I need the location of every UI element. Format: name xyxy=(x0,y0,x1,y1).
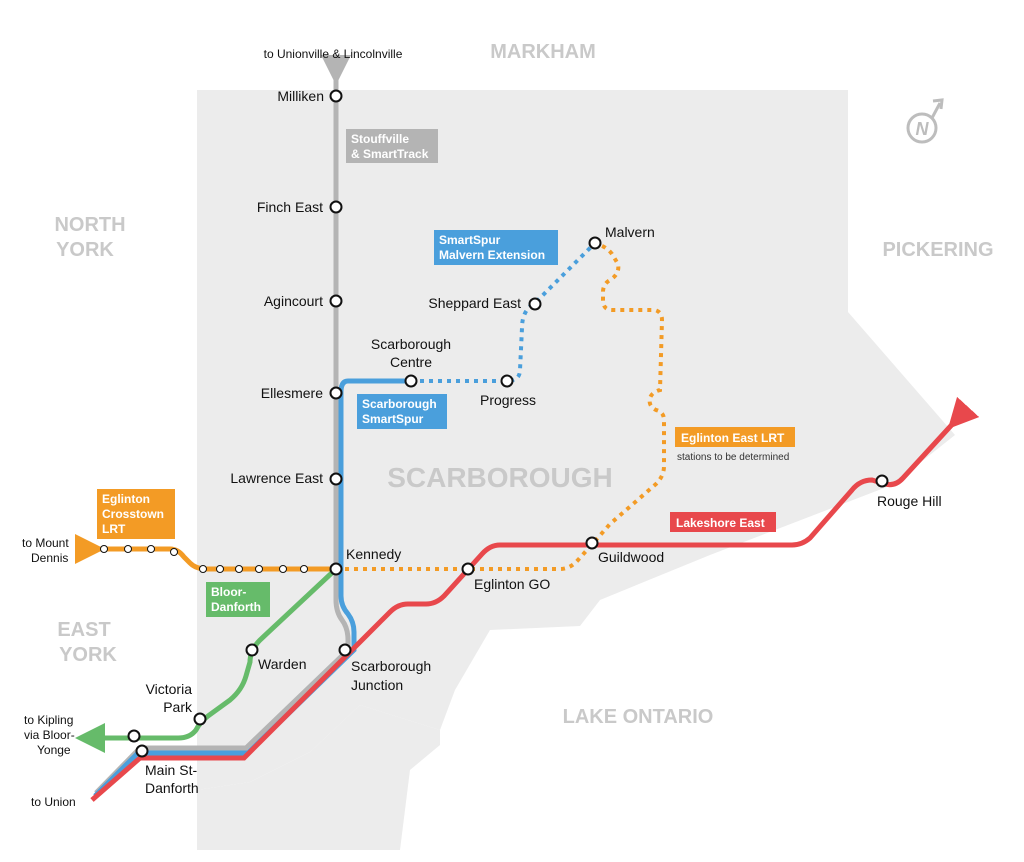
area-scarborough: SCARBOROUGH xyxy=(387,462,613,493)
area-east-york-2: YORK xyxy=(59,644,117,666)
line-scarborough-smartspur xyxy=(93,378,411,798)
dest-unionville: to Unionville & Lincolnville xyxy=(264,47,403,61)
station-scarborough-junction[interactable] xyxy=(338,643,352,657)
tag-bloor-danforth: Bloor- Danforth xyxy=(206,582,270,617)
station-victoria-park[interactable] xyxy=(193,712,207,726)
line-stouffville xyxy=(94,55,351,795)
tag-stouffville-line1: Stouffville xyxy=(351,132,409,146)
label-malvern: Malvern xyxy=(605,224,655,240)
tag-smartspur-malvern: SmartSpur Malvern Extension xyxy=(434,230,558,265)
crosstown-stop xyxy=(235,565,243,573)
station-lawrence-east[interactable] xyxy=(329,472,343,486)
label-progress: Progress xyxy=(480,392,536,408)
tag-eglinton-east-label: Eglinton East LRT xyxy=(681,431,785,445)
crosstown-stop xyxy=(216,565,224,573)
label-victoria-park-1: Victoria xyxy=(146,681,193,697)
label-victoria-park-2: Park xyxy=(163,699,193,715)
tag-eglinton-east: Eglinton East LRT stations to be determi… xyxy=(675,427,795,463)
station-agincourt[interactable] xyxy=(329,294,343,308)
area-pickering: PICKERING xyxy=(882,239,993,261)
label-eglinton-go: Eglinton GO xyxy=(474,576,550,592)
label-finch-east: Finch East xyxy=(257,199,323,215)
station-kennedy[interactable] xyxy=(329,562,343,576)
tag-scarborough-smartspur-line1: Scarborough xyxy=(362,397,437,411)
crosstown-stop xyxy=(170,548,178,556)
label-ellesmere: Ellesmere xyxy=(261,385,323,401)
dest-kipling-2: via Bloor- xyxy=(24,728,75,742)
dest-mount-dennis-1: to Mount xyxy=(22,536,69,550)
station-main-st-danforth[interactable] xyxy=(135,744,149,758)
crosstown-stop xyxy=(300,565,308,573)
tag-scarborough-smartspur: Scarborough SmartSpur xyxy=(357,394,447,429)
label-scarborough-junction-1: Scarborough xyxy=(351,658,431,674)
area-markham: MARKHAM xyxy=(490,41,596,63)
station-ellesmere[interactable] xyxy=(329,386,343,400)
station-warden[interactable] xyxy=(245,643,259,657)
station-kipling-junction[interactable] xyxy=(127,729,141,743)
dest-kipling-1: to Kipling xyxy=(24,713,73,727)
area-north-york-2: YORK xyxy=(56,239,114,261)
label-scarborough-centre-1: Scarborough xyxy=(371,336,451,352)
label-kennedy: Kennedy xyxy=(346,546,401,562)
tag-crosstown-line2: Crosstown xyxy=(102,507,164,521)
crosstown-stops xyxy=(100,545,308,573)
station-sheppard-east[interactable] xyxy=(528,297,542,311)
label-milliken: Milliken xyxy=(277,88,324,104)
station-progress[interactable] xyxy=(500,374,514,388)
tag-smartspur-malvern-line1: SmartSpur xyxy=(439,233,501,247)
north-arrow-letter: N xyxy=(916,119,930,139)
tag-stouffville: Stouffville & SmartTrack xyxy=(346,129,438,163)
crosstown-stop xyxy=(199,565,207,573)
crosstown-stop xyxy=(147,545,155,553)
line-eglinton-east xyxy=(336,242,666,571)
station-guildwood[interactable] xyxy=(585,536,599,550)
tag-stouffville-line2: & SmartTrack xyxy=(351,147,429,161)
tag-scarborough-smartspur-line2: SmartSpur xyxy=(362,412,424,426)
area-east-york-1: EAST xyxy=(57,619,110,641)
north-arrow-icon: N xyxy=(906,98,944,144)
label-rouge-hill: Rouge Hill xyxy=(877,493,942,509)
label-sheppard-east: Sheppard East xyxy=(428,295,521,311)
label-guildwood: Guildwood xyxy=(598,549,664,565)
tag-lakeshore-east-label: Lakeshore East xyxy=(676,516,765,530)
tag-eglinton-crosstown: Eglinton Crosstown LRT xyxy=(97,489,175,539)
label-lawrence-east: Lawrence East xyxy=(230,470,323,486)
tag-lakeshore-east: Lakeshore East xyxy=(670,512,776,532)
scarborough-land-south xyxy=(197,705,440,850)
crosstown-stop xyxy=(255,565,263,573)
crosstown-stop xyxy=(124,545,132,553)
tag-bloor-line1: Bloor- xyxy=(211,585,246,599)
station-finch-east[interactable] xyxy=(329,200,343,214)
label-main-st-danforth-1: Main St- xyxy=(145,762,197,778)
station-rouge-hill[interactable] xyxy=(875,474,889,488)
area-north-york-1: NORTH xyxy=(54,214,125,236)
crosstown-stop xyxy=(100,545,108,553)
tag-bloor-line2: Danforth xyxy=(211,600,261,614)
station-scarborough-centre[interactable] xyxy=(404,374,418,388)
station-markers xyxy=(127,89,889,758)
label-agincourt: Agincourt xyxy=(264,293,323,309)
crosstown-stop xyxy=(279,565,287,573)
station-malvern[interactable] xyxy=(588,236,602,250)
label-warden: Warden xyxy=(258,656,307,672)
area-lake-ontario: LAKE ONTARIO xyxy=(563,706,714,728)
label-main-st-danforth-2: Danforth xyxy=(145,780,199,796)
label-scarborough-centre-2: Centre xyxy=(390,354,432,370)
label-scarborough-junction-2: Junction xyxy=(351,677,403,693)
dest-mount-dennis-2: Dennis xyxy=(31,551,68,565)
tag-smartspur-malvern-line2: Malvern Extension xyxy=(439,248,545,262)
dest-union: to Union xyxy=(31,795,76,809)
tag-crosstown-line1: Eglinton xyxy=(102,492,150,506)
tag-crosstown-line3: LRT xyxy=(102,522,126,536)
dest-kipling-3: Yonge xyxy=(37,743,71,757)
tag-eglinton-east-note: stations to be determined xyxy=(677,452,789,463)
station-eglinton-go[interactable] xyxy=(461,562,475,576)
station-milliken[interactable] xyxy=(329,89,343,103)
